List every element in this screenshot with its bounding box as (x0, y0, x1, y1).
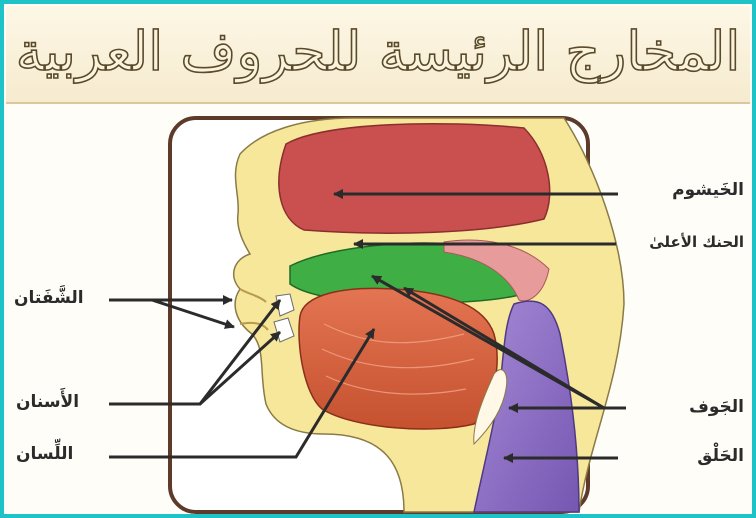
label-asnan: الأَسنان (16, 392, 79, 412)
nasal-cavity (279, 124, 550, 233)
mouth-anatomy-diagram (4, 4, 752, 514)
label-halq: الحَلْق (697, 446, 744, 466)
tongue (299, 288, 497, 429)
label-hanak: الحنك الأعلىٰ (649, 233, 744, 251)
label-khayshum: الخَيشوم (672, 180, 744, 200)
label-lisan: اللِّسان (16, 444, 73, 464)
label-jawf: الجَوف (689, 397, 744, 417)
label-shafatan: الشَّفَتان (14, 288, 84, 308)
